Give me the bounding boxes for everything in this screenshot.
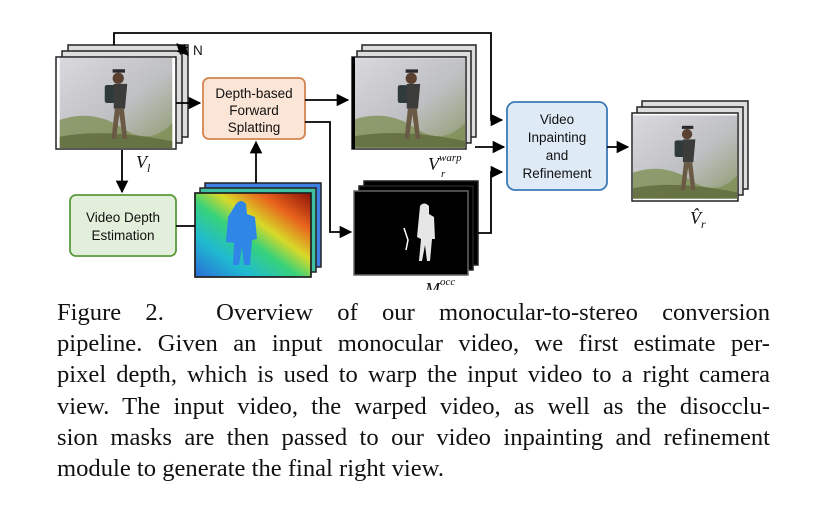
caption-line-6: module to generate the final right view.: [57, 454, 444, 482]
splatting-to-mask-arrow: [305, 121, 353, 239]
figure-label: Figure 2.: [57, 299, 164, 326]
video-depth-label-2: Estimation: [91, 228, 154, 243]
forward-splatting-label-2: Forward: [229, 103, 279, 118]
inpainting-label-1: Video: [540, 112, 574, 127]
inpainting-label-3: and: [546, 148, 569, 163]
forward-splatting-label-3: Splatting: [228, 120, 281, 135]
connectors: [113, 32, 630, 239]
video-depth-node: Video Depth Estimation: [69, 194, 177, 257]
mask-to-inpainting-arrow: [478, 165, 504, 234]
m-occ-label: Mocc: [424, 276, 455, 290]
occlusion-mask-stack: [353, 180, 479, 276]
pipeline-diagram: N Vl Depth-based Forward Splatting Video…: [55, 32, 749, 290]
depth-map-stack: [194, 182, 322, 278]
inpainting-node: Video Inpainting and Refinement: [506, 101, 608, 191]
input-video-stack: [55, 44, 189, 150]
forward-splatting-label-1: Depth-based: [215, 86, 292, 101]
caption-line-4: view. The input video, the warped video,…: [57, 392, 770, 420]
figure-caption: Figure 2. Overview of our monocular-to-s…: [57, 297, 770, 484]
inpainting-label-2: Inpainting: [528, 130, 587, 145]
output-video-stack: [631, 100, 749, 202]
caption-line-2: pipeline. Given an input monocular video…: [57, 330, 770, 358]
v-r-warp-sub: r: [441, 168, 446, 180]
caption-line-5: sion masks are then passed to our video …: [57, 423, 770, 451]
forward-splatting-node: Depth-based Forward Splatting: [202, 77, 306, 140]
stack-count-label: N: [193, 43, 203, 58]
v-l-label: Vl: [136, 152, 151, 175]
warped-video-stack: [351, 44, 477, 150]
caption-line-1: Figure 2. Overview of our monocular-to-s…: [57, 299, 770, 326]
v-r-warp-label: Vwarp: [428, 152, 462, 174]
video-depth-label-1: Video Depth: [86, 210, 160, 225]
v-r-hat-label: V̂r: [690, 208, 706, 231]
caption-line-3: pixel depth, which is used to warp the i…: [57, 361, 770, 389]
input-to-inpainting-arrow: [113, 32, 504, 127]
stack-count-arrow: N: [176, 43, 203, 58]
inpainting-label-4: Refinement: [522, 166, 591, 181]
